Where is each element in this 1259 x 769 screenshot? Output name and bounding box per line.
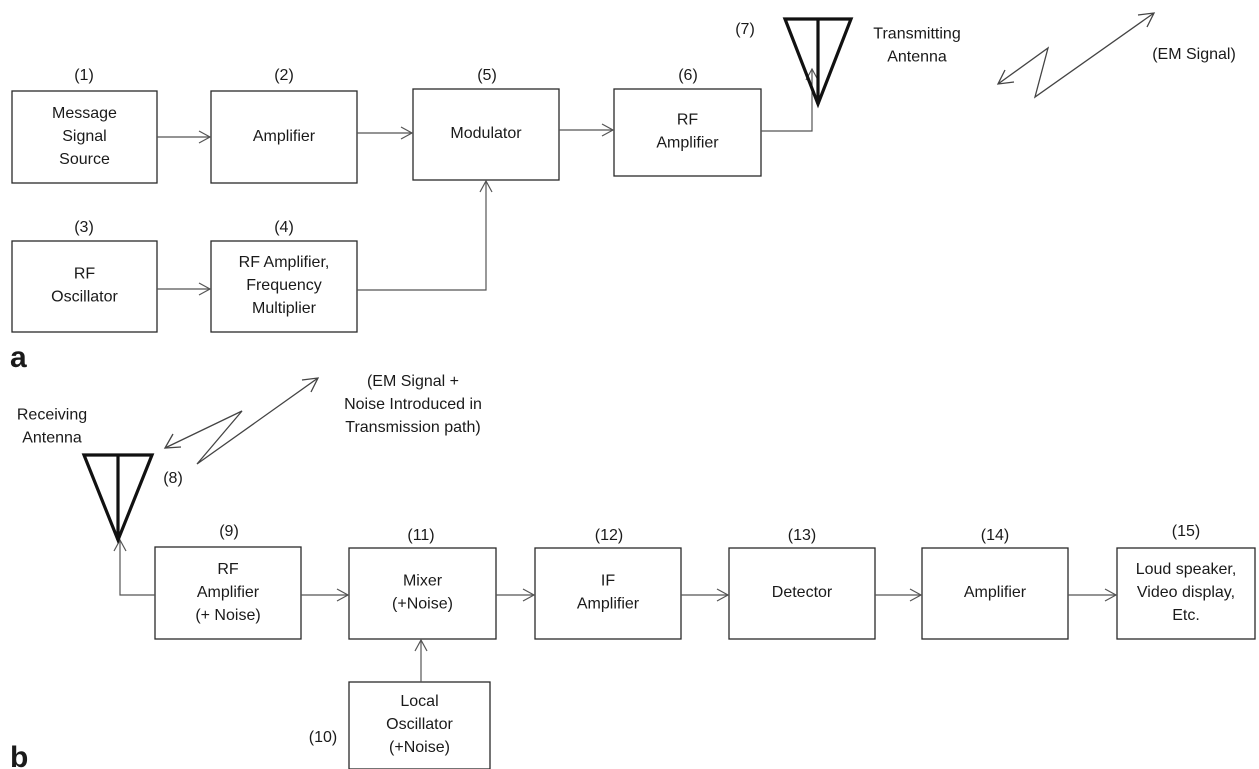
block-b10-label-line-1: Local — [400, 693, 438, 710]
connector-13-14 — [875, 588, 923, 602]
connector-1-2 — [157, 130, 212, 144]
transmitting-antenna-icon — [782, 17, 854, 109]
em-signal-noise-zigzag-icon — [163, 377, 320, 465]
block-b15-label-line-3: Etc. — [1172, 607, 1200, 624]
block-rf-amplifier-b — [154, 546, 302, 640]
connector-8-9 — [113, 538, 155, 596]
block-b4-label-line-2: Frequency — [246, 277, 322, 294]
block-b12-number: (12) — [595, 527, 623, 544]
block-b2-label-line-1: Amplifier — [253, 128, 316, 145]
block-b10-label-line-3: (+Noise) — [389, 739, 450, 756]
block-b11-label-line-1: Mixer — [403, 573, 443, 590]
block-b6-label-line-1: RF — [677, 112, 699, 129]
block-b15-label-line-1: Loud speaker, — [1136, 561, 1237, 578]
block-b11-label-line-2: (+Noise) — [392, 596, 453, 613]
panel-b-label: b — [10, 741, 28, 769]
block-b14-number: (14) — [981, 527, 1009, 544]
block-b12-label-line-2: Amplifier — [577, 596, 640, 613]
transmitting-antenna-number: (7) — [735, 21, 755, 38]
block-b14-label-line-1: Amplifier — [964, 584, 1027, 601]
block-modulator — [412, 88, 560, 181]
em-signal-noise-label-line-2: Noise Introduced in — [344, 396, 482, 413]
block-b4-label-line-3: Multiplier — [252, 300, 317, 317]
block-b5-label-line-1: Modulator — [450, 125, 522, 142]
block-b1-number: (1) — [74, 67, 94, 84]
em-signal-label-line-1: (EM Signal) — [1152, 46, 1236, 63]
block-b15-number: (15) — [1172, 523, 1200, 540]
block-b1-label-line-2: Signal — [62, 128, 106, 145]
block-rf-amplifier-freq-multiplier — [210, 240, 358, 333]
transmitting-antenna-label-line-2: Antenna — [887, 49, 947, 66]
receiving-antenna-label-line-2: Antenna — [22, 430, 82, 447]
connector-4-5 — [357, 179, 493, 291]
connector-14-15 — [1068, 588, 1118, 602]
block-output-devices — [1116, 547, 1256, 640]
block-b13-number: (13) — [788, 527, 816, 544]
block-b4-label-line-1: RF Amplifier, — [239, 254, 330, 271]
block-b10-label-line-2: Oscillator — [386, 716, 453, 733]
block-b15-label-line-2: Video display, — [1137, 584, 1235, 601]
block-amplifier-a — [210, 90, 358, 184]
receiving-antenna-icon — [81, 453, 155, 545]
block-mixer — [348, 547, 497, 640]
block-b9-label-line-2: Amplifier — [197, 584, 260, 601]
block-local-oscillator — [348, 681, 491, 769]
block-message-signal-source — [11, 90, 158, 184]
block-if-amplifier — [534, 547, 682, 640]
block-b9-label-line-1: RF — [217, 561, 239, 578]
block-b2-number: (2) — [274, 67, 294, 84]
block-b1-label-line-1: Message — [52, 105, 117, 122]
block-b10-number: (10) — [309, 729, 337, 746]
block-amplifier-b — [921, 547, 1069, 640]
connector-11-12 — [496, 588, 536, 602]
block-b5-number: (5) — [477, 67, 497, 84]
transmitting-antenna-label-line-1: Transmitting — [873, 26, 960, 43]
connector-3-4 — [157, 282, 212, 296]
block-b3-label-line-2: Oscillator — [51, 289, 118, 306]
em-signal-noise-label-line-1: (EM Signal + — [367, 373, 459, 390]
block-b6-number: (6) — [678, 67, 698, 84]
em-signal-zigzag-icon — [996, 12, 1156, 99]
block-b1-label-line-3: Source — [59, 151, 110, 168]
receiving-antenna-label-line-1: Receiving — [17, 407, 87, 424]
block-b9-number: (9) — [219, 523, 239, 540]
block-b4-number: (4) — [274, 219, 294, 236]
connector-2-5 — [357, 126, 414, 140]
panel-a-label: a — [10, 341, 27, 374]
connector-9-11 — [301, 588, 350, 602]
block-b12-label-line-1: IF — [601, 573, 615, 590]
block-rf-oscillator — [11, 240, 158, 333]
block-b6-label-line-2: Amplifier — [656, 135, 719, 152]
em-signal-noise-label-line-3: Transmission path) — [345, 419, 480, 436]
connector-5-6 — [559, 123, 615, 137]
block-b9-label-line-3: (+ Noise) — [195, 607, 260, 624]
connector-12-13 — [681, 588, 730, 602]
connector-10-11 — [414, 638, 428, 682]
block-b11-number: (11) — [407, 527, 434, 544]
block-detector — [728, 547, 876, 640]
block-rf-amplifier-a — [613, 88, 762, 177]
block-b3-number: (3) — [74, 219, 94, 236]
receiving-antenna-number: (8) — [163, 470, 183, 487]
block-b3-label-line-1: RF — [74, 266, 96, 283]
block-b13-label-line-1: Detector — [772, 584, 833, 601]
